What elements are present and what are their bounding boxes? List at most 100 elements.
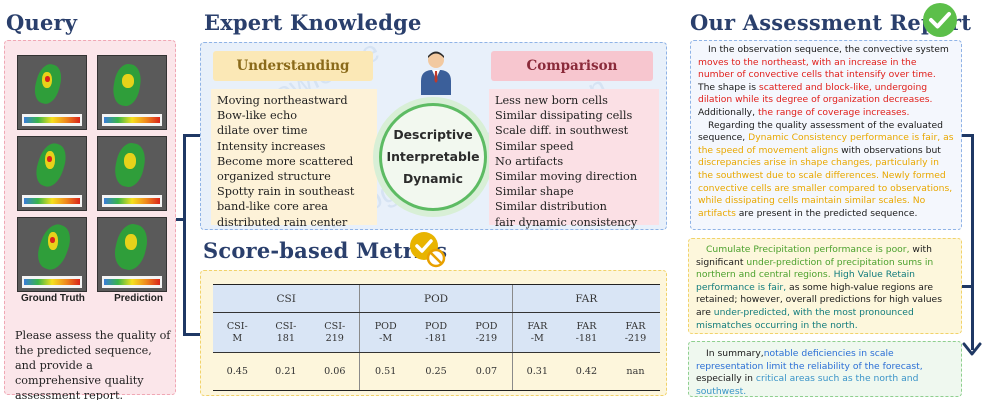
- connector-line: [183, 333, 200, 336]
- comparison-list: Less new born cells Similar dissipating …: [489, 89, 659, 229]
- report-text-segment: Dynamic Consistency performance is fair,…: [698, 132, 954, 156]
- descriptive-interpretable-dynamic-circle: Descriptive Interpretable Dynamic: [379, 103, 487, 211]
- prediction-radar-frame: [97, 217, 167, 292]
- report-paragraph: Regarding the quality assessment of the …: [698, 120, 954, 221]
- expert-person-icon: [421, 51, 451, 95]
- report-summary: In summary,notable deficiencies in scale…: [688, 341, 962, 397]
- table-header-pod: POD: [359, 284, 513, 313]
- table-subheader: CSI-181: [261, 312, 311, 353]
- report-text-segment: as some high-value regions are retained;…: [696, 281, 942, 318]
- check-with-prohibition-icon: [410, 232, 446, 268]
- list-item: organized structure: [217, 170, 331, 184]
- query-panel: Ground Truth Prediction Please assess th…: [4, 40, 176, 400]
- expert-knowledge-title: Expert Knowledge: [204, 10, 422, 35]
- table-subheader: POD-219: [461, 312, 513, 353]
- table-subheader: CSI-M: [213, 312, 262, 353]
- list-item: Similar shape: [495, 185, 574, 199]
- connector-line: [971, 134, 974, 350]
- table-header-far: FAR: [511, 284, 660, 313]
- report-text-segment: the range of coverage increases.: [757, 106, 910, 118]
- report-text-segment: Additionally,: [698, 106, 758, 118]
- ground-truth-radar-frame: [17, 55, 87, 130]
- report-text-segment: critical areas such as the north and sou…: [696, 373, 919, 397]
- table-cell: 0.25: [411, 352, 462, 391]
- table-subheader: FAR-219: [610, 312, 660, 353]
- metrics-table: CSI POD FAR CSI-M CSI-181 CSI-219 POD-M …: [213, 284, 660, 391]
- prediction-radar-frame: [97, 136, 167, 211]
- connector-line: [176, 218, 184, 221]
- list-item: Similar speed: [495, 139, 574, 153]
- ground-truth-radar-frame: [17, 136, 87, 211]
- list-item: dilate over time: [217, 124, 308, 138]
- center-word: Descriptive: [393, 127, 473, 142]
- report-text-segment: under-prediction of precipitation sums i…: [696, 256, 934, 281]
- list-item: No artifacts: [495, 154, 564, 168]
- list-item: Bow-like echo: [217, 109, 298, 123]
- query-title: Query: [6, 10, 78, 35]
- list-item: Similar dissipating cells: [495, 109, 633, 123]
- connector-line: [183, 135, 186, 335]
- table-cell: 0.42: [561, 352, 611, 391]
- table-subheader: FAR-M: [511, 312, 562, 353]
- list-item: distributed rain center: [217, 215, 348, 229]
- report-text-segment: Regarding the quality assessment of the …: [698, 119, 943, 144]
- report-text-segment: under-predicted, with the most pronounce…: [696, 306, 914, 331]
- list-item: Become more scattered: [217, 154, 354, 168]
- connector-line: [962, 285, 974, 288]
- prediction-label: Prediction: [114, 293, 163, 304]
- table-cell: 0.45: [213, 352, 262, 391]
- table-subheader: POD-M: [359, 312, 412, 353]
- list-item: Similar moving direction: [495, 170, 638, 184]
- table-cell: 0.31: [511, 352, 562, 391]
- connector-line: [962, 134, 974, 137]
- list-item: Intensity increases: [217, 139, 326, 153]
- list-item: Moving northeastward: [217, 94, 348, 107]
- list-item: Similar distribution: [495, 200, 607, 214]
- ground-truth-label: Ground Truth: [21, 293, 85, 304]
- report-text-segment: with significant: [696, 244, 932, 268]
- report-text-segment: High Value Retain performance is fair,: [696, 269, 915, 293]
- comparison-heading: Comparison: [491, 51, 653, 81]
- report-text-segment: In summary,: [706, 348, 764, 359]
- report-text-segment: with observations but: [838, 144, 941, 156]
- expert-knowledge-panel: knowledge precipitation recognition cogn…: [200, 42, 667, 230]
- table-cell: 0.21: [261, 352, 311, 391]
- report-text-segment: are present in the predicted sequence.: [735, 207, 918, 219]
- report-text-segment: notable deficiencies in scale representa…: [696, 348, 923, 372]
- center-word: Dynamic: [402, 171, 464, 186]
- query-prompt: Please assess the quality of the predict…: [15, 329, 171, 400]
- prediction-radar-frame: [97, 55, 167, 130]
- report-paragraph: In summary,notable deficiencies in scale…: [696, 348, 954, 398]
- list-item: Spotty rain in southeast: [217, 185, 355, 199]
- table-header-csi: CSI: [213, 284, 360, 313]
- understanding-list: Moving northeastward Bow-like echo dilat…: [211, 89, 377, 229]
- report-paragraph: Cumulate Precipitation performance is po…: [696, 244, 954, 332]
- list-item: Less new born cells: [495, 94, 608, 107]
- report-text-segment: The shape is: [698, 81, 759, 93]
- radar-image-grid: Ground Truth Prediction: [17, 55, 167, 304]
- report-text-segment: scattered and block-like, undergoing dil…: [698, 81, 933, 106]
- table-subheader: POD-181: [411, 312, 462, 353]
- report-paragraph: In the observation sequence, the convect…: [698, 44, 954, 120]
- report-text-segment: Cumulate Precipitation performance is po…: [706, 244, 910, 255]
- score-metrics-title: Score-based Metrics: [203, 238, 448, 263]
- table-subheader: CSI-219: [310, 312, 360, 353]
- understanding-heading: Understanding: [213, 51, 373, 81]
- green-check-icon: [923, 3, 957, 37]
- table-cell: 0.06: [310, 352, 360, 391]
- list-item: fair dynamic consistency: [495, 215, 638, 229]
- report-precipitation: Cumulate Precipitation performance is po…: [688, 238, 962, 334]
- table-row: 0.45 0.21 0.06 0.51 0.25 0.07 0.31 0.42 …: [213, 352, 660, 391]
- score-metrics-panel: CSI POD FAR CSI-M CSI-181 CSI-219 POD-M …: [200, 270, 667, 396]
- table-cell: 0.07: [461, 352, 513, 391]
- connector-line: [183, 134, 200, 137]
- report-text-segment: especially in: [696, 373, 756, 385]
- list-item: Scale diff. in southwest: [495, 124, 629, 138]
- table-cell: 0.51: [359, 352, 412, 391]
- arrow-down-icon: [962, 342, 982, 356]
- report-text-segment: In the observation sequence, the convect…: [708, 44, 949, 55]
- table-subheader: FAR-181: [561, 312, 611, 353]
- ground-truth-radar-frame: [17, 217, 87, 292]
- list-item: band-like core area: [217, 200, 328, 214]
- report-text-segment: discrepancies arise in shape changes, pa…: [698, 157, 953, 219]
